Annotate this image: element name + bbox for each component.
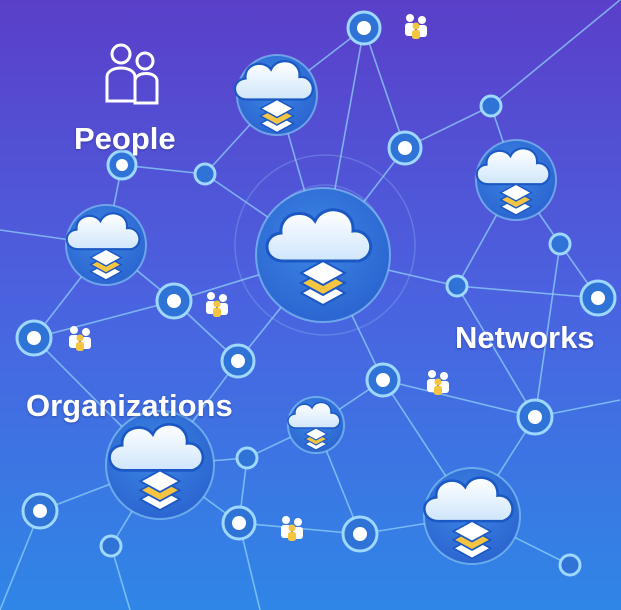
- network-node-icon: [99, 534, 123, 558]
- connection-line: [490, 0, 621, 107]
- cloud-stack-icon: [65, 204, 147, 286]
- network-node-icon: [193, 162, 217, 186]
- network-node-icon: [479, 94, 503, 118]
- people-label: People: [74, 121, 176, 156]
- connection-line: [33, 300, 175, 339]
- network-node-icon: [365, 362, 401, 398]
- organizations-label: Organizations: [26, 388, 233, 423]
- network-node-icon: [346, 10, 382, 46]
- network-node-icon: [387, 130, 423, 166]
- network-node-icon: [220, 343, 256, 379]
- connection-line: [534, 243, 561, 418]
- cloud-stack-icon: [255, 187, 391, 323]
- networks-label: Networks: [455, 320, 595, 355]
- people-icon: [105, 43, 159, 105]
- network-node-icon: [155, 282, 193, 320]
- network-node-icon: [21, 492, 59, 530]
- network-node-icon: [445, 274, 469, 298]
- network-node-icon: [579, 279, 617, 317]
- network-node-icon: [558, 553, 582, 577]
- network-node-icon: [15, 319, 53, 357]
- cloud-stack-icon: [105, 410, 215, 520]
- cloud-stack-icon: [287, 396, 345, 454]
- network-node-icon: [341, 515, 379, 553]
- connection-line: [456, 285, 536, 418]
- network-node-icon: [235, 446, 259, 470]
- connection-line: [382, 379, 536, 418]
- network-node-icon: [516, 398, 554, 436]
- connection-line: [456, 285, 599, 299]
- connection-line: [363, 27, 406, 149]
- cloud-stack-icon: [233, 54, 318, 136]
- network-node-icon: [106, 149, 138, 181]
- cloud-stack-icon: [423, 467, 521, 565]
- network-node-icon: [221, 505, 257, 541]
- cloud-stack-icon: [475, 139, 557, 221]
- network-node-icon: [548, 232, 572, 256]
